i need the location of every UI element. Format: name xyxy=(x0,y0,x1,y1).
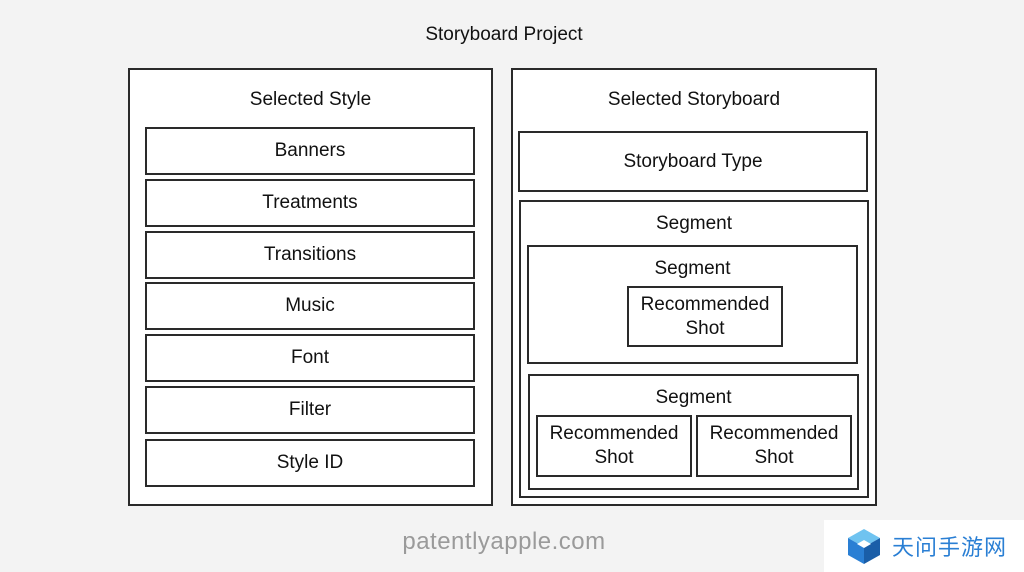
cube-logo-icon xyxy=(848,529,880,564)
recommended-shot-label: Recommended Shot xyxy=(549,423,679,468)
segment-outer-label: Segment xyxy=(655,213,733,234)
selected-style-heading: Selected Style xyxy=(249,89,372,110)
recommended-shot-box: Recommended Shot xyxy=(627,286,783,347)
style-item-label: Treatments xyxy=(262,192,358,213)
diagram-title: Storyboard Project xyxy=(425,24,583,45)
recommended-shot-box: Recommended Shot xyxy=(696,415,852,477)
site-logo-badge: 天问手游网 xyxy=(824,520,1024,572)
storyboard-type-box: Storyboard Type xyxy=(518,131,868,192)
logo-text: 天问手游网 xyxy=(892,536,1008,561)
style-item-label: Filter xyxy=(288,399,332,420)
style-item-label: Music xyxy=(285,295,335,316)
storyboard-type-label: Storyboard Type xyxy=(623,150,763,172)
style-item-banners: Banners xyxy=(145,127,475,175)
watermark-text: patentlyapple.com xyxy=(402,528,606,555)
recommended-shot-label: Recommended Shot xyxy=(640,293,770,339)
selected-storyboard-heading: Selected Storyboard xyxy=(607,89,781,110)
style-item-style-id: Style ID xyxy=(145,439,475,487)
segment-a-label: Segment xyxy=(654,258,731,279)
style-item-music: Music xyxy=(145,282,475,330)
recommended-shot-label: Recommended Shot xyxy=(709,423,839,468)
recommended-shot-box: Recommended Shot xyxy=(536,415,692,477)
style-item-treatments: Treatments xyxy=(145,179,475,227)
style-item-font: Font xyxy=(145,334,475,382)
style-item-label: Transitions xyxy=(263,244,357,265)
style-item-label: Style ID xyxy=(276,452,344,473)
style-item-filter: Filter xyxy=(145,386,475,434)
segment-b-label: Segment xyxy=(655,387,732,408)
style-item-transitions: Transitions xyxy=(145,231,475,279)
style-item-label: Font xyxy=(290,347,330,368)
style-item-label: Banners xyxy=(274,140,346,161)
